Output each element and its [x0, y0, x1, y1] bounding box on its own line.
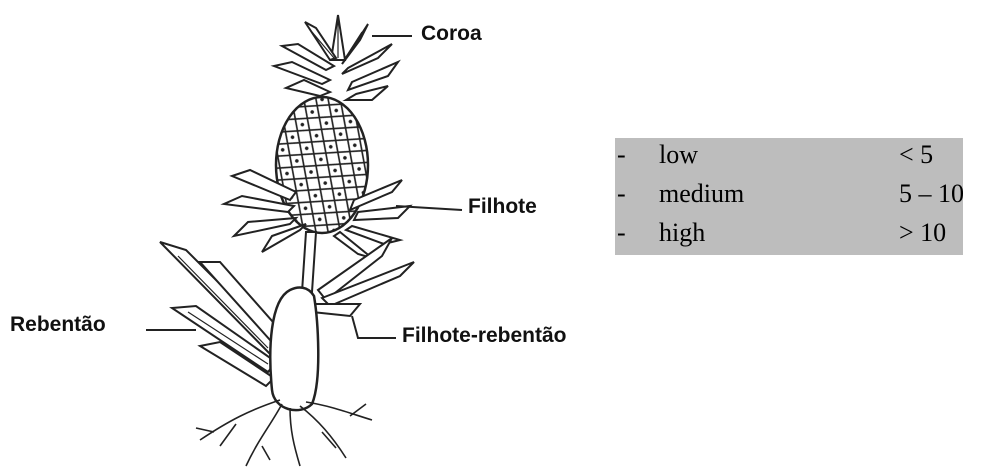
- legend-bullet: -: [617, 179, 626, 209]
- legend-row-medium: - medium 5 – 10: [615, 177, 987, 213]
- fruit-stalk: [302, 232, 316, 292]
- main-stem: [270, 288, 318, 411]
- legend-row-low: - low < 5: [615, 138, 987, 174]
- legend-bullet: -: [617, 140, 626, 170]
- roots: [196, 400, 372, 466]
- label-rebentao: Rebentão: [10, 313, 106, 337]
- pineapple-fruit: [276, 97, 368, 233]
- classification-legend: - low < 5 - medium 5 – 10 - high > 10: [615, 138, 963, 255]
- legend-label: low: [659, 140, 698, 170]
- legend-label: medium: [659, 179, 744, 209]
- legend-value: < 5: [899, 140, 933, 170]
- legend-value: > 10: [899, 218, 946, 248]
- legend-value: 5 – 10: [899, 179, 964, 209]
- crown-leaves: [274, 15, 398, 100]
- sucker-leaves: [160, 242, 282, 386]
- legend-row-high: - high > 10: [615, 216, 987, 252]
- label-filhote-rebentao: Filhote-rebentão: [402, 324, 567, 348]
- legend-bullet: -: [617, 218, 626, 248]
- legend-label: high: [659, 218, 705, 248]
- label-filhote: Filhote: [468, 195, 537, 219]
- label-coroa: Coroa: [421, 22, 482, 46]
